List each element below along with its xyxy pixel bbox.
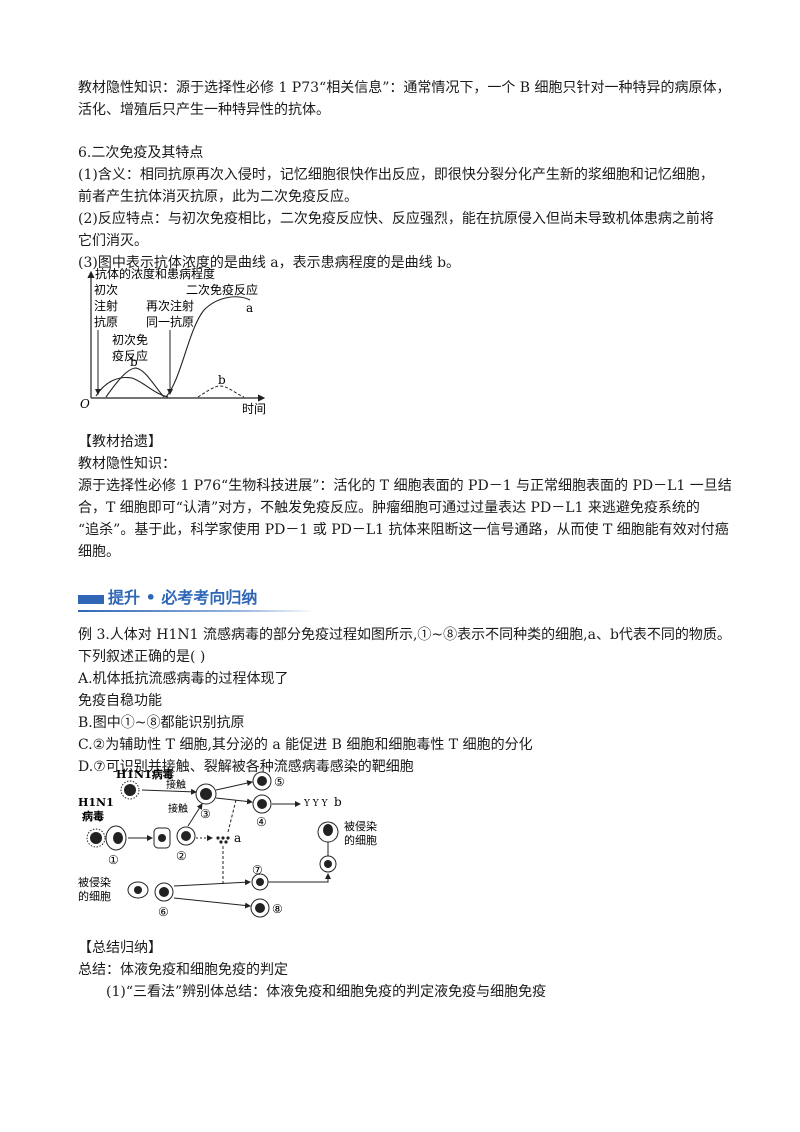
virus-label-top: H1N1病毒 (116, 768, 174, 781)
banner-title: 提升 • 必考考向归纳 (108, 588, 258, 607)
infected-label-right-2: 的细胞 (344, 833, 377, 847)
curve-b-label-1: b (130, 355, 138, 369)
cell-5-number: ⑤ (274, 775, 285, 789)
infected-label-left-1: 被侵染 (78, 875, 111, 889)
cell3-to-cell4-arrow (215, 797, 253, 805)
cell-6 (154, 882, 174, 902)
first-injection-label-1: 初次 (94, 283, 118, 297)
virus-label-left-1: H1N1 (78, 796, 114, 809)
definition-line-2: 前者产生抗体消灭抗原，此为二次免疫反应。 (78, 189, 358, 205)
section-banner: 提升 • 必考考向归纳 (78, 586, 318, 612)
cell-8 (250, 898, 270, 918)
contact-label: 接触 (166, 778, 186, 791)
immune-response-diagram: 抗体的浓度和患病程度 时间 O 初次 注射 抗原 再次注射 同一抗原 二次免疫反… (80, 268, 266, 416)
x-axis-label: 时间 (242, 402, 266, 416)
virus-label-left-2: 病毒 (82, 809, 104, 823)
banner-accent-bar (78, 595, 104, 604)
feature-line-2: 它们消灭。 (78, 233, 148, 249)
feature-line-1: (2)反应特点：与初次免疫相比，二次免疫反应快、反应强烈，能在抗原侵入但尚未导致… (78, 211, 714, 227)
cell-8-number: ⑧ (272, 902, 283, 916)
hidden-knowledge-line-2: 活化、增殖后只产生一种特异性的抗体。 (78, 102, 330, 118)
option-b: B.图中①~⑧都能识别抗原 (78, 715, 245, 731)
cell-7-number: ⑦ (252, 863, 263, 877)
cell-1 (105, 825, 127, 851)
curve-b-label-2: b (218, 373, 226, 387)
curve-a-secondary (165, 296, 251, 398)
immune-process-diagram: H1N1病毒 接触 接触 ③ ⑤ ④ Y Y Y b H1N1 病毒 ① (78, 768, 377, 919)
second-injection-label-1: 再次注射 (146, 298, 194, 313)
first-injection-label-2: 注射 (94, 298, 118, 313)
virus-icon-left (86, 828, 106, 848)
cell-1-number: ① (108, 853, 119, 867)
textbook-supplement-heading: 【教材拾遗】 (78, 434, 162, 450)
cell-2-number: ② (176, 849, 187, 863)
hidden-knowledge-line-1: 教材隐性知识：源于选择性必修 1 P73“相关信息”：通常情况下，一个 B 细胞… (78, 80, 731, 96)
cell3-to-cell5-arrow (215, 780, 253, 791)
option-d: D.⑦可识别并接触、裂解被各种流感病毒感染的靶细胞 (78, 759, 414, 775)
pd1-paragraph-line-4: 细胞。 (78, 544, 120, 560)
textbook-hidden-knowledge: 教材隐性知识： (78, 456, 176, 472)
antigen-presenting-cell (153, 827, 171, 849)
y-axis-label: 抗体的浓度和患病程度 (95, 268, 215, 281)
example-stem-line-1: 例 3.人体对 H1N1 流感病毒的部分免疫过程如图所示,①~⑧表示不同种类的细… (78, 627, 731, 643)
cell-4-number: ④ (256, 815, 267, 829)
second-injection-label-2: 同一抗原 (146, 314, 194, 329)
option-a-line-1: A.机体抵抗流感病毒的过程体现了 (78, 671, 289, 687)
substance-a-dots (216, 836, 230, 844)
a-to-cell3-dashed (227, 799, 237, 833)
cell-4 (252, 794, 272, 814)
substance-a-label: a (234, 831, 241, 845)
option-a-line-2: 免疫自稳功能 (78, 693, 162, 709)
pd1-paragraph-line-3: “追杀”。基于此，科学家使用 PD－1 或 PD－L1 抗体来阻断这一信号通路，… (78, 522, 729, 538)
pd1-paragraph-line-2: 合，T 细胞即可“认清”对方，不触发免疫反应。肿瘤细胞可通过过量表达 PD－L1… (78, 500, 700, 516)
cell7-to-target-arrow (268, 873, 331, 883)
contact-label-2: 接触 (168, 802, 188, 815)
curve-a-label: a (246, 301, 253, 315)
definition-line-1: (1)含义：相同抗原再次入侵时，记忆细胞很快作出反应，即很快分裂分化产生新的浆细… (78, 167, 714, 183)
primary-response-label-2: 疫反应 (112, 348, 148, 363)
infected-cell-right (317, 821, 339, 843)
secondary-response-label: 二次免疫反应 (186, 282, 258, 297)
pd1-paragraph-line-1: 源于选择性必修 1 P76“生物科技进展”：活化的 T 细胞表面的 PD－1 与… (78, 478, 732, 494)
first-injection-label-3: 抗原 (94, 314, 118, 329)
summary-line-1: 总结：体液免疫和细胞免疫的判定 (78, 962, 288, 978)
cell-6-number: ⑥ (158, 905, 169, 919)
cell-5 (252, 771, 272, 791)
cell-7 (251, 873, 269, 891)
curve-b-primary (105, 367, 165, 398)
cell6-to-cell8-arrow (173, 897, 251, 909)
cell-2 (176, 826, 196, 846)
cell2-to-cell3-arrow (187, 803, 203, 827)
cell-3-number: ③ (200, 807, 211, 821)
substance-b-label: b (334, 795, 342, 809)
virus-icon-top (120, 780, 140, 800)
cell-3 (195, 783, 217, 805)
infected-label-right-1: 被侵染 (344, 819, 377, 833)
virus-to-cell3-arrow (141, 788, 197, 795)
option-c: C.②为辅助性 T 细胞,其分泌的 a 能促进 B 细胞和细胞毒性 T 细胞的分… (78, 737, 533, 753)
example-stem-line-2: 下列叙述正确的是( ) (78, 649, 206, 665)
curve-a-primary (95, 376, 169, 398)
cell6-to-cell7-arrow (173, 879, 251, 887)
antibody-symbols: Y Y Y (303, 799, 329, 809)
curve-explanation: (3)图中表示抗体浓度的是曲线 a，表示患病程度的是曲线 b。 (78, 255, 461, 271)
secondary-immunity-heading: 6.二次免疫及其特点 (78, 145, 204, 161)
summary-line-2: (1)“三看法”辨别体总结：体液免疫和细胞免疫的判定液免疫与细胞免疫 (106, 984, 547, 1000)
banner-underline (78, 610, 316, 612)
infected-label-left-2: 的细胞 (78, 889, 111, 903)
origin-label: O (80, 397, 90, 411)
summary-heading: 【总结归纳】 (78, 940, 162, 956)
effector-cell (319, 855, 337, 873)
infected-cell-left (127, 881, 149, 899)
primary-response-label-1: 初次免 (112, 332, 148, 347)
curve-b-secondary (197, 385, 245, 398)
